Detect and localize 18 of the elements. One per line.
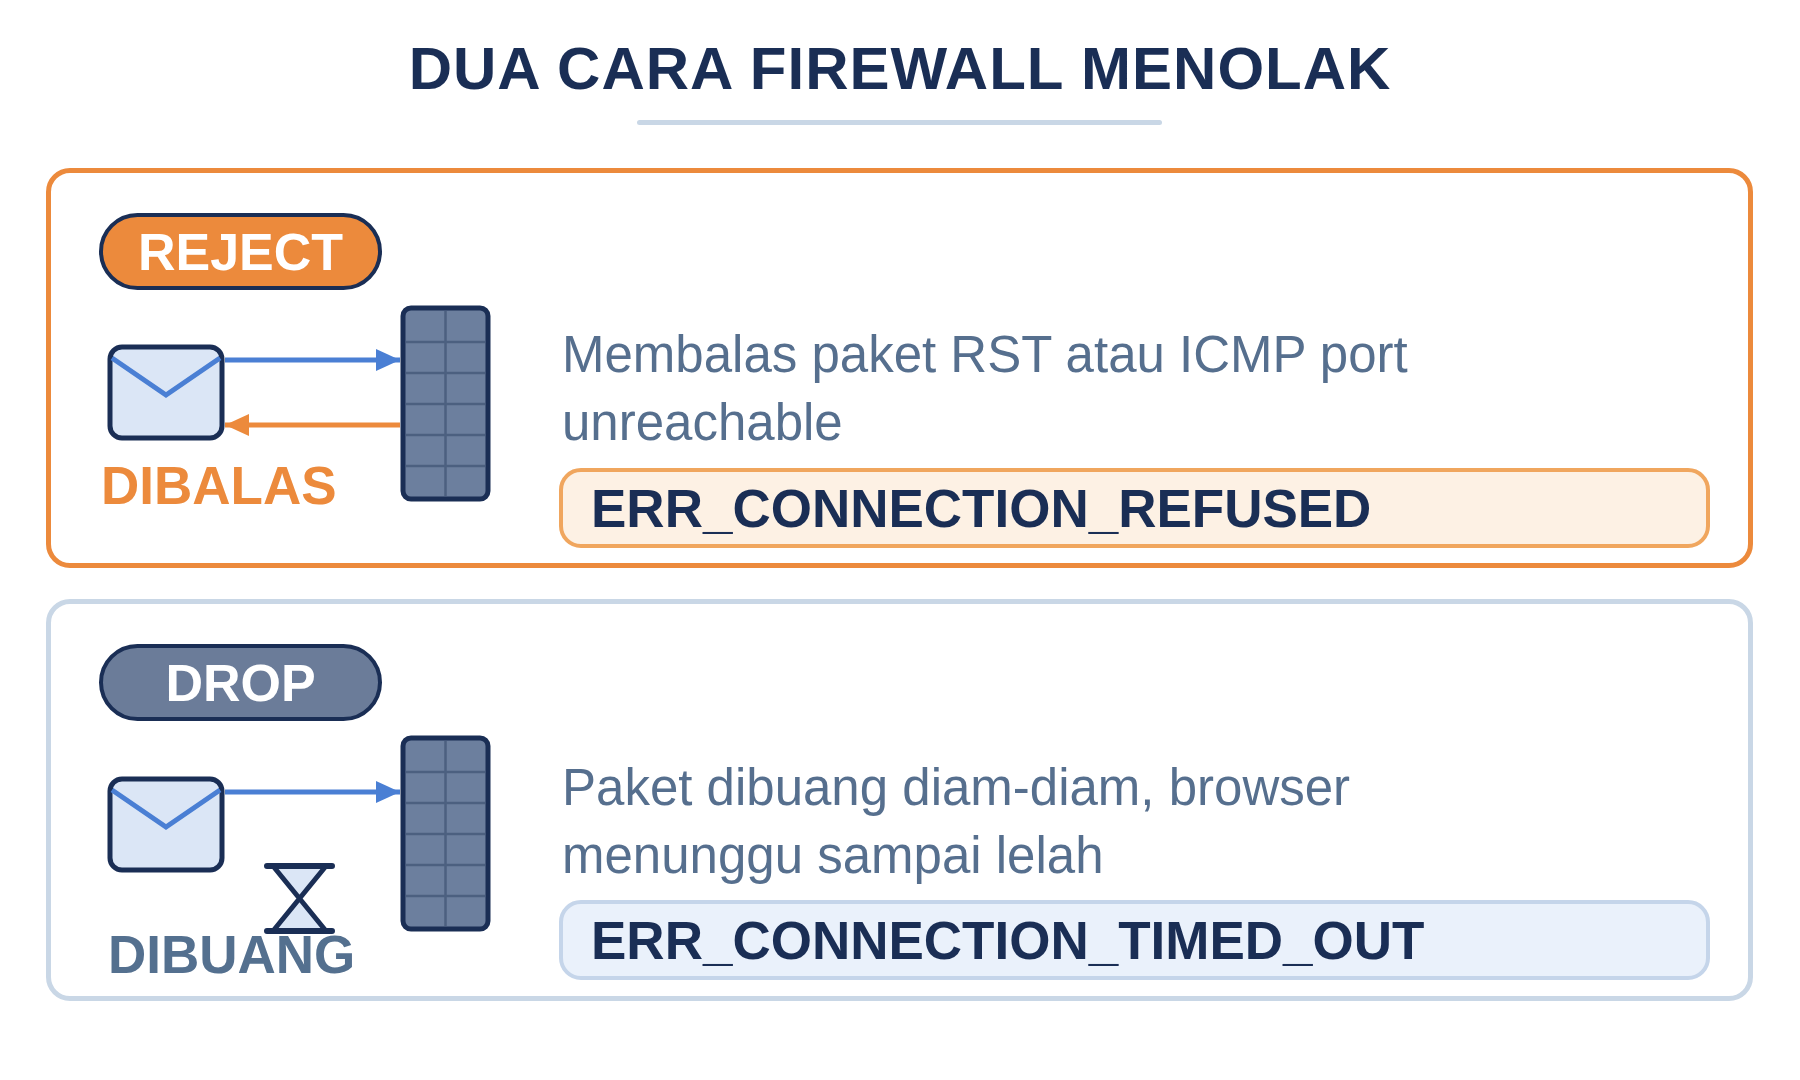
envelope-icon: [107, 344, 225, 441]
description-text: Paket dibuang diam-diam, browser menunggu sampai lelah: [562, 758, 1352, 886]
firewall-icon: [400, 735, 491, 932]
diagram-title: DUA CARA FIREWALL MENOLAK: [407, 34, 1393, 103]
error-code-box: ERR_CONNECTION_TIMED_OUT: [559, 900, 1710, 980]
status-label: DIBUANG: [108, 924, 356, 985]
panel-card: [46, 599, 1753, 1001]
status-label: DIBALAS: [101, 455, 337, 516]
error-code-box: ERR_CONNECTION_REFUSED: [559, 468, 1710, 548]
arrow: [225, 349, 400, 371]
description-text: Membalas paket RST atau ICMP port unreachable: [562, 325, 1409, 453]
status-pill: REJECT: [99, 213, 382, 290]
arrow: [225, 781, 400, 803]
arrow: [225, 414, 400, 436]
status-pill: DROP: [99, 644, 382, 721]
panel-card: [46, 168, 1753, 568]
firewall-icon: [400, 305, 491, 502]
envelope-icon: [107, 776, 225, 873]
